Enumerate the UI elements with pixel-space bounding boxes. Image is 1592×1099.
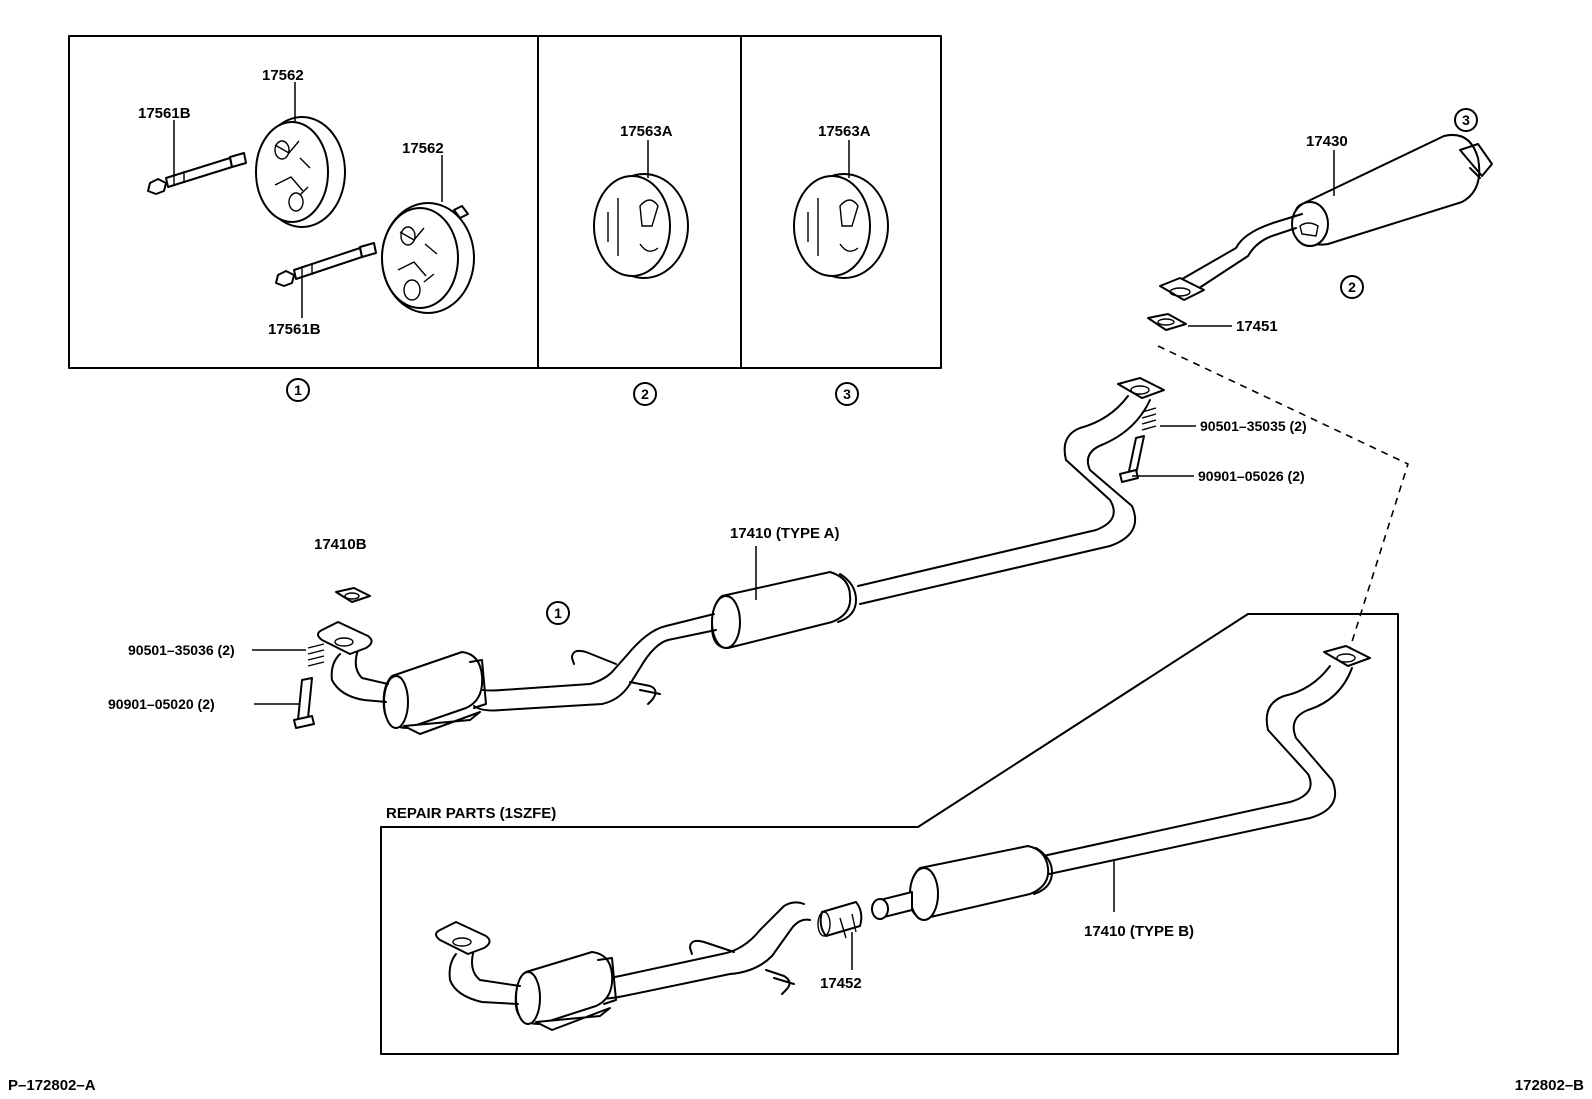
repair-leaders [851,860,1115,970]
spring-90501-35036 [307,643,325,667]
bolt-90901-05026 [1119,435,1145,483]
repair-parts-frame [380,613,1399,1055]
callout-17452: 17452 [820,975,862,992]
callout-90501-35035: 90501–35035 (2) [1200,418,1307,434]
callout-90901-05026: 90901–05026 (2) [1198,468,1305,484]
callout-17563a-box2: 17563A [620,123,673,140]
repair-parts-title: REPAIR PARTS (1SZFE) [386,805,556,822]
callout-17430: 17430 [1306,133,1348,150]
callout-17562-lower: 17562 [402,140,444,157]
svg-text:1: 1 [554,605,562,621]
callout-17562-upper: 17562 [262,67,304,84]
ref-marker-box3: 3 [835,382,859,406]
tail-muffler-17430 [1159,134,1493,301]
ref-marker-muffler-bottom: 2 [1340,275,1364,299]
ref-marker-box1: 1 [286,378,310,402]
exhaust-pipe-17410-type-a [317,377,1165,735]
inset-leaders [173,82,850,318]
svg-text:2: 2 [1348,279,1356,295]
ref-marker-muffler-top: 3 [1454,108,1478,132]
cushion-17562-upper [255,116,346,228]
main-leaders [252,425,1196,705]
svg-text:3: 3 [1462,112,1470,128]
gasket-17451 [1147,313,1187,331]
ref-marker-pipe-hanger: 1 [546,601,570,625]
callout-17451: 17451 [1236,318,1278,335]
callout-17410-type-a: 17410 (TYPE A) [730,525,840,542]
cushion-17563a-box2 [593,173,689,279]
inset-boxes [68,35,942,369]
bolt-90901-05020 [293,677,315,729]
svg-text:2: 2 [641,386,649,402]
bolt-17561b-lower [275,242,377,287]
ref-marker-box2: 2 [633,382,657,406]
spring-90501-35035 [1141,407,1157,431]
connection-dashed-line [1157,345,1409,649]
footer-left-code: P–172802–A [8,1077,96,1094]
callout-17410-type-b: 17410 (TYPE B) [1084,923,1194,940]
svg-text:1: 1 [294,382,302,398]
callout-17561b-upper: 17561B [138,105,191,122]
callout-90501-35036: 90501–35036 (2) [128,642,235,658]
footer-right-code: 172802–B [1515,1077,1584,1094]
callout-90901-05020: 90901–05020 (2) [108,696,215,712]
callout-17410b: 17410B [314,536,367,553]
svg-text:3: 3 [843,386,851,402]
callout-17561b-lower: 17561B [268,321,321,338]
bolt-17561b-upper [147,152,247,195]
callout-17563a-box3: 17563A [818,123,871,140]
exhaust-pipe-17410-type-b [435,645,1371,1031]
cushion-17563a-box3 [793,173,889,279]
cushion-17562-lower [381,202,475,314]
